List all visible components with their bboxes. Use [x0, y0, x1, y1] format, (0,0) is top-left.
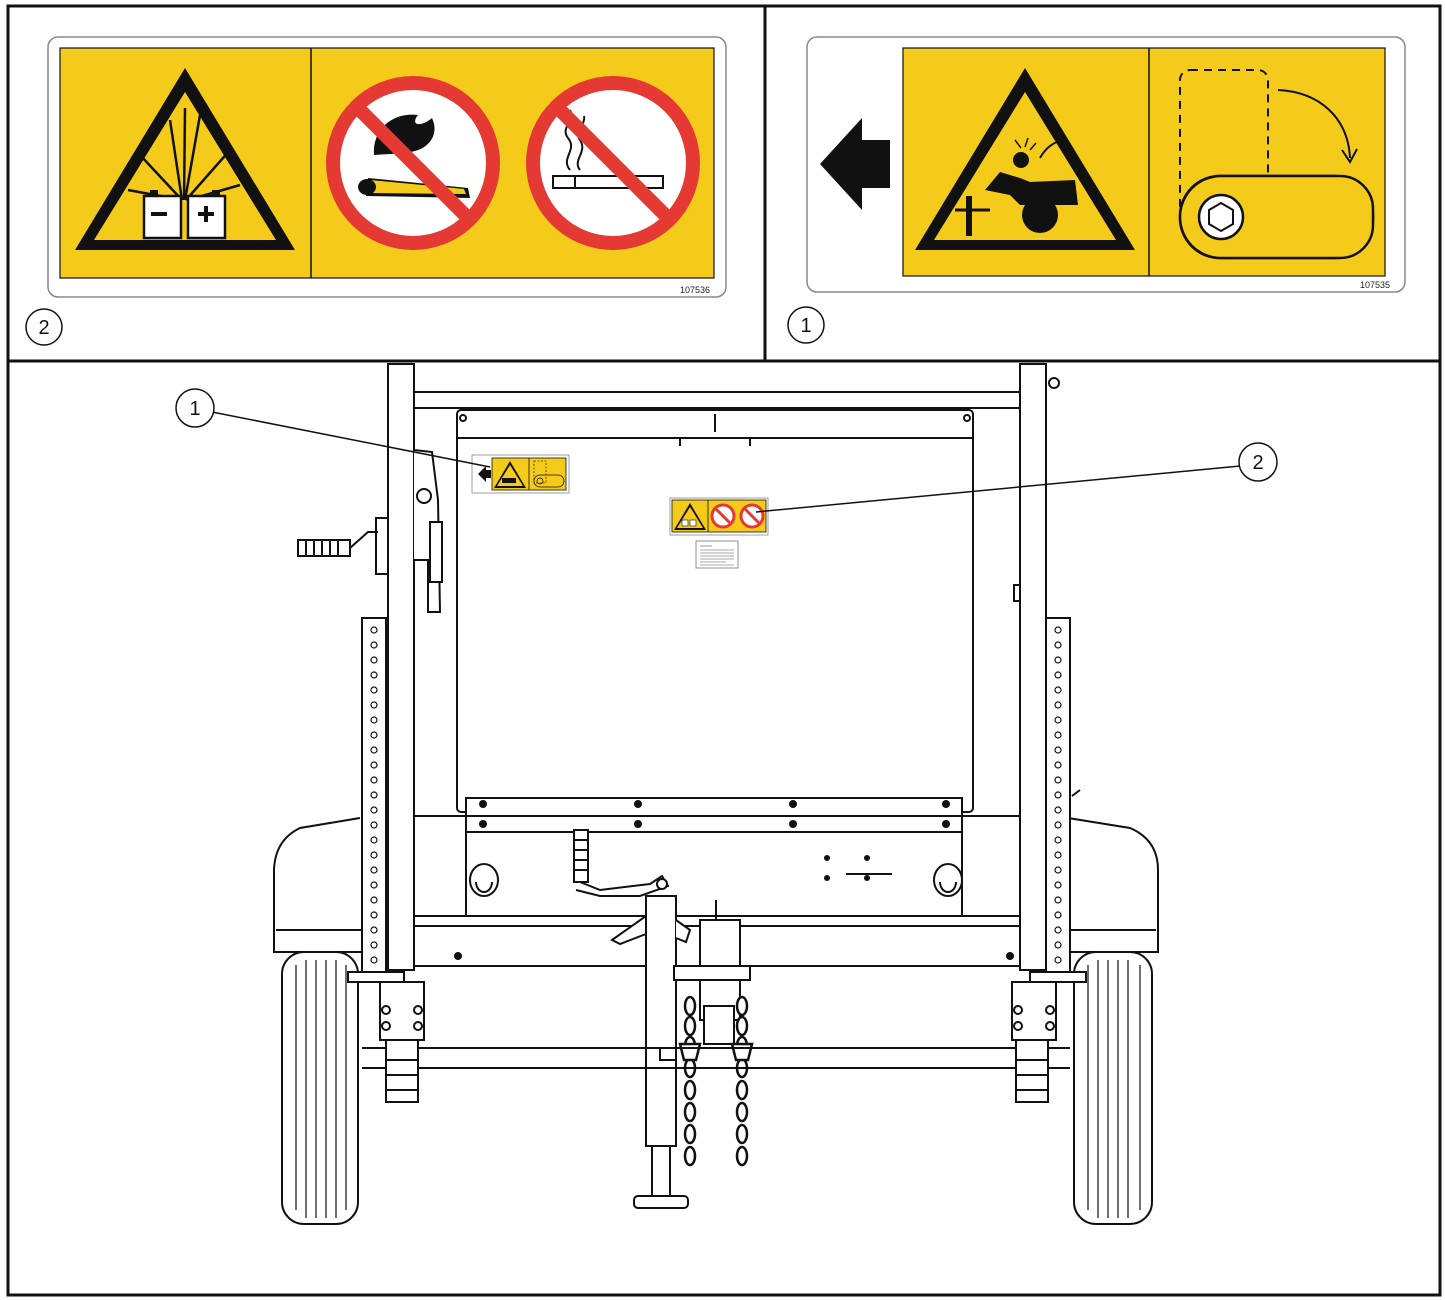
no-open-flame-icon — [326, 76, 500, 250]
crush-hazard-warning-icon — [915, 68, 1135, 250]
panel-callout-2: 2 — [25, 308, 63, 346]
jack-crank — [573, 829, 670, 897]
decal-part-number: 107535 — [1360, 280, 1390, 290]
panel-callout-1: 1 — [787, 306, 825, 344]
decal-107535-panel: 107535 — [806, 36, 1406, 293]
right-tire — [1073, 951, 1153, 1225]
left-tire — [281, 951, 359, 1225]
direction-arrow-left-icon — [820, 118, 890, 210]
rotate-latch-handle-icon — [1178, 69, 1375, 260]
right-strip-holes — [1054, 626, 1062, 964]
main-callout-2-label: 2 — [1252, 452, 1263, 474]
installed-decal-107536 — [669, 497, 769, 536]
info-label — [695, 540, 739, 569]
battery-explosion-warning-icon — [75, 68, 295, 250]
main-callout-2: 2 — [755, 442, 1278, 513]
no-smoking-icon — [526, 76, 700, 250]
panel-callout-2-label: 2 — [38, 317, 49, 339]
installed-decal-107535 — [471, 454, 570, 494]
left-upright — [387, 363, 415, 971]
jack-post — [645, 895, 677, 1147]
left-fender — [273, 817, 362, 953]
crank-handle-left — [297, 531, 378, 557]
decal-part-number: 107536 — [680, 285, 710, 295]
panel-frames — [6, 4, 1442, 1297]
main-callout-1-label: 1 — [189, 398, 200, 420]
trailer-rear-view — [273, 363, 1159, 1225]
right-fender — [1067, 817, 1159, 953]
main-callout-1: 1 — [175, 388, 491, 468]
right-upright — [1019, 363, 1047, 971]
panel-callout-1-label: 1 — [800, 315, 811, 337]
left-strip-holes — [370, 626, 378, 964]
decal-107536-panel: 107536 — [47, 36, 727, 298]
